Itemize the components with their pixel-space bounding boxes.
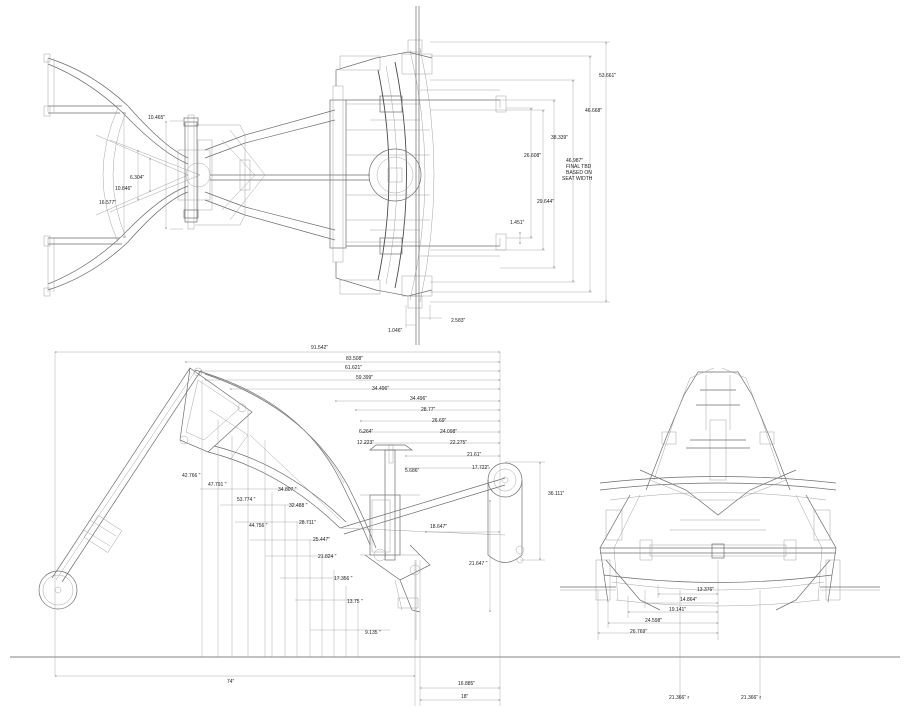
side-view-rear-wheel bbox=[38, 570, 78, 610]
dim-29-644: 29.644" bbox=[537, 199, 554, 205]
dim-74: 74" bbox=[227, 679, 235, 685]
dim-38-339: 38.339" bbox=[551, 135, 568, 141]
dim-22-275: 22.275" bbox=[450, 440, 467, 446]
dim-34-496-b: 34.496" bbox=[410, 396, 427, 402]
dim-12-223: 12.223" bbox=[357, 440, 374, 446]
top-view-spine bbox=[195, 109, 370, 241]
front-view-frame bbox=[560, 367, 880, 611]
dim-17-356: 17.356 " bbox=[334, 576, 353, 582]
dim-radius-left: 21.366" r bbox=[669, 695, 689, 701]
dim-36-111: 36.111" bbox=[548, 491, 565, 497]
dim-42-766: 42.766 " bbox=[182, 473, 201, 479]
dim-final-width-4: SEAT WIDTH bbox=[562, 176, 593, 182]
side-view: 91.542" 83.508" 61.621" 59.399" 34.496" … bbox=[10, 345, 900, 706]
dim-21-824: 21.824 " bbox=[318, 554, 337, 560]
side-view-dimension-labels: 91.542" 83.508" 61.621" 59.399" 34.496" … bbox=[182, 345, 565, 700]
dim-18: 18" bbox=[461, 694, 469, 700]
dim-13-376: 13.376" bbox=[697, 587, 714, 593]
dim-21-647: 21.647 " bbox=[469, 561, 488, 567]
dim-final-width-3: BASED ON bbox=[566, 170, 592, 176]
top-view-dimension-labels: 53.661" 46.668" 38.339" 46.987" FINAL TB… bbox=[99, 73, 616, 334]
dim-16-577: 16.577" bbox=[99, 200, 116, 206]
front-view-dimension-labels: 13.376" 14.864" 19.141" 24.598" 26.769" … bbox=[630, 587, 761, 701]
dim-radius-right: 21.366" r bbox=[741, 695, 761, 701]
dim-13-75: 13.75 " bbox=[347, 599, 363, 605]
dim-24-598: 24.598" bbox=[645, 618, 662, 624]
dim-final-width-1: 46.987" bbox=[566, 158, 583, 164]
dim-59-399: 59.399" bbox=[356, 375, 373, 381]
dim-28-711: 28.711" bbox=[299, 520, 316, 526]
dim-5-686: 5.686" bbox=[405, 468, 420, 474]
front-view-dimension-lines bbox=[597, 560, 761, 700]
dim-34-496-a: 34.496" bbox=[372, 386, 389, 392]
dim-26-608: 26.608" bbox=[524, 153, 541, 159]
dim-25-447: 25.447" bbox=[313, 537, 330, 543]
side-view-rear-arm bbox=[51, 367, 253, 583]
dim-1-451: 1.451" bbox=[510, 220, 525, 226]
dim-6-264: 6.264" bbox=[359, 429, 374, 435]
dim-18-647: 18.647" bbox=[430, 524, 447, 530]
dim-24-098: 24.098" bbox=[440, 429, 457, 435]
dim-14-864: 14.864" bbox=[680, 597, 697, 603]
top-view-rear-hub bbox=[177, 114, 213, 230]
dim-10-465: 10.465" bbox=[148, 115, 165, 121]
dim-44-756: 44.756 " bbox=[249, 523, 268, 529]
side-view-front-assembly bbox=[487, 462, 525, 564]
top-view-dimension-lines bbox=[123, 41, 610, 328]
dim-34-807: 34.807 " bbox=[278, 487, 297, 493]
dim-9-135: 9.135 " bbox=[365, 630, 381, 636]
top-view-main-frame bbox=[329, 6, 507, 345]
dim-53-774: 53.774 " bbox=[237, 497, 256, 503]
front-view: 13.376" 14.864" 19.141" 24.598" 26.769" … bbox=[560, 367, 880, 701]
dim-26-69: 26.69" bbox=[432, 418, 447, 424]
dim-91-542: 91.542" bbox=[311, 345, 328, 351]
dim-16-885: 16.885" bbox=[458, 681, 475, 687]
top-view: 53.661" 46.668" 38.339" 46.987" FINAL TB… bbox=[43, 6, 616, 345]
side-view-backbone bbox=[194, 369, 506, 549]
dim-83-508: 83.508" bbox=[346, 356, 363, 362]
dim-47-791: 47.791 " bbox=[208, 482, 227, 488]
dim-28-77: 28.77" bbox=[421, 407, 436, 413]
dim-10-846: 10.846" bbox=[115, 186, 132, 192]
dim-46-668: 46.668" bbox=[585, 108, 602, 114]
dim-26-769: 26.769" bbox=[630, 629, 647, 635]
dim-17-722: 17.722" bbox=[472, 465, 489, 471]
dim-6-304: 6.304" bbox=[130, 175, 145, 181]
dim-32-488: 32.488 " bbox=[289, 503, 308, 509]
dim-61-621: 61.621" bbox=[345, 365, 362, 371]
dim-2-583: 2.583" bbox=[451, 318, 466, 324]
side-view-dimension-lines bbox=[54, 351, 545, 706]
dim-1-046: 1.046" bbox=[388, 328, 403, 334]
dim-final-width-2: FINAL TBD bbox=[566, 164, 592, 170]
top-view-rear-arms bbox=[43, 53, 201, 297]
dim-53-661: 53.661" bbox=[599, 73, 616, 79]
side-view-seat-post bbox=[360, 444, 431, 640]
dim-21-61: 21.61" bbox=[467, 452, 482, 458]
dim-19-141: 19.141" bbox=[669, 607, 686, 613]
